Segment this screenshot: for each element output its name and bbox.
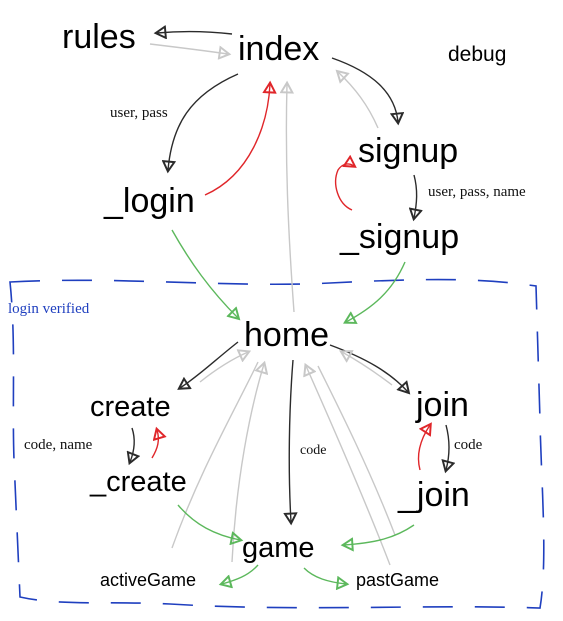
edge-label-home-game: code bbox=[300, 443, 327, 458]
arrow-signup-to-index bbox=[338, 72, 379, 129]
arrow-join-action-to-game bbox=[344, 524, 415, 545]
arrow-create-action-to-home bbox=[171, 361, 259, 549]
node-game: game bbox=[242, 532, 315, 564]
arrow-signup-action-to-home bbox=[346, 261, 406, 322]
node-signup-action: _signup bbox=[340, 218, 460, 256]
arrow-join-to-join-action bbox=[446, 424, 449, 470]
arrow-index-to-rules bbox=[157, 32, 233, 34]
arrow-home-to-create bbox=[180, 341, 239, 388]
node-join: join bbox=[416, 386, 469, 424]
node-login: _login bbox=[104, 182, 195, 220]
arrow-signup-to-signup-action bbox=[414, 174, 417, 218]
node-join-action: _join bbox=[398, 476, 470, 514]
arrow-join-to-home bbox=[342, 352, 393, 386]
arrow-home-to-join bbox=[329, 344, 408, 392]
node-signup: signup bbox=[358, 132, 459, 170]
arrow-game-to-past-game bbox=[303, 567, 346, 584]
arrow-create-action-to-game bbox=[177, 504, 240, 540]
arrow-create-to-create-action bbox=[130, 427, 134, 462]
arrow-join-action-to-home bbox=[317, 365, 396, 536]
node-home: home bbox=[244, 316, 330, 354]
arrow-home-to-index bbox=[286, 84, 295, 313]
region-label-login-verified: login verified bbox=[8, 301, 90, 317]
arrow-join-action-to-join bbox=[417, 425, 430, 471]
arrow-login-to-home bbox=[171, 229, 238, 318]
node-active-game: activeGame bbox=[100, 570, 197, 590]
arrow-game-right-to-home bbox=[306, 366, 391, 566]
arrow-home-to-game bbox=[289, 359, 293, 522]
arrow-game-to-active-game bbox=[222, 564, 259, 584]
node-create: create bbox=[90, 391, 171, 423]
node-past-game: pastGame bbox=[356, 570, 440, 590]
arrow-rules-to-index bbox=[149, 43, 228, 54]
arrow-index-to-login bbox=[168, 73, 239, 170]
edge-label-index-login: user, pass bbox=[110, 105, 168, 121]
edge-label-signup: user, pass, name bbox=[428, 184, 526, 200]
node-debug: debug bbox=[448, 43, 507, 66]
node-rules: rules bbox=[62, 18, 136, 56]
edge-label-create: code, name bbox=[24, 437, 93, 453]
node-create-action: _create bbox=[90, 466, 187, 498]
node-index: index bbox=[238, 30, 320, 68]
login-verified-region-border bbox=[9, 278, 545, 609]
edge-label-join: code bbox=[454, 437, 483, 453]
arrow-create-to-home bbox=[199, 352, 248, 383]
arrow-create-action-to-create bbox=[151, 430, 158, 459]
arrow-index-to-signup bbox=[331, 57, 398, 122]
arrow-signup-action-to-signup bbox=[334, 164, 354, 211]
arrow-login-to-index bbox=[204, 84, 270, 196]
